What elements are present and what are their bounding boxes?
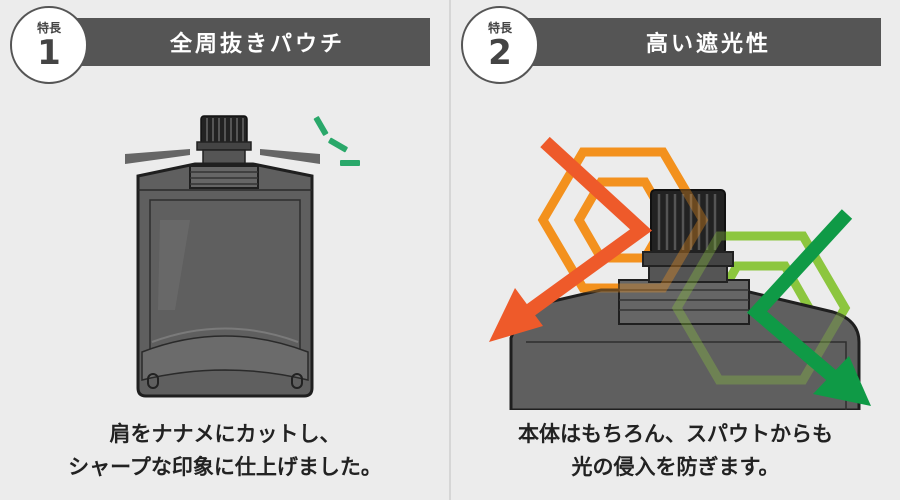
left-cut-mark (125, 149, 190, 164)
feature-2-caption: 本体はもちろん、スパウトからも 光の侵入を防ぎます。 (451, 418, 900, 484)
feature-2-caption-line1: 本体はもちろん、スパウトからも (518, 422, 833, 446)
feature-1-caption-line1: 肩をナナメにカットし、 (109, 422, 341, 446)
feature-2-panel: 高い遮光性 特長 2 (451, 0, 900, 500)
bottom-gusset (141, 335, 309, 381)
light-blocking-illustration (489, 136, 871, 410)
feature-2-caption-line2: 光の侵入を防ぎます。 (571, 455, 780, 479)
feature-2-title: 高い遮光性 (506, 18, 881, 66)
feature-2-badge: 特長 2 (461, 6, 539, 84)
right-cut-mark (260, 149, 320, 164)
feature-1-caption-line2: シャープな印象に仕上げました。 (68, 455, 382, 479)
feature-2-badge-label: 特長 (487, 21, 512, 35)
orange-light-arrow (489, 136, 653, 342)
feature-1-caption: 肩をナナメにカットし、 シャープな印象に仕上げました。 (0, 418, 450, 484)
spout-cap (642, 189, 734, 283)
spout-fitment (618, 279, 750, 325)
sparkle-icon (313, 116, 360, 166)
panel-divider (449, 0, 451, 500)
spout-cap (196, 115, 252, 165)
feature-1-title: 全周抜きパウチ (55, 18, 430, 66)
green-light-arrow (746, 209, 871, 406)
feature-1-panel: 全周抜きパウチ 特長 1 (0, 6, 450, 484)
feature-2-badge-number: 2 (488, 33, 512, 73)
feature-1-badge: 特長 1 (10, 6, 88, 84)
feature-1-badge-number: 1 (37, 33, 61, 73)
pouch-illustration (125, 115, 360, 398)
feature-1-badge-label: 特長 (36, 21, 61, 35)
